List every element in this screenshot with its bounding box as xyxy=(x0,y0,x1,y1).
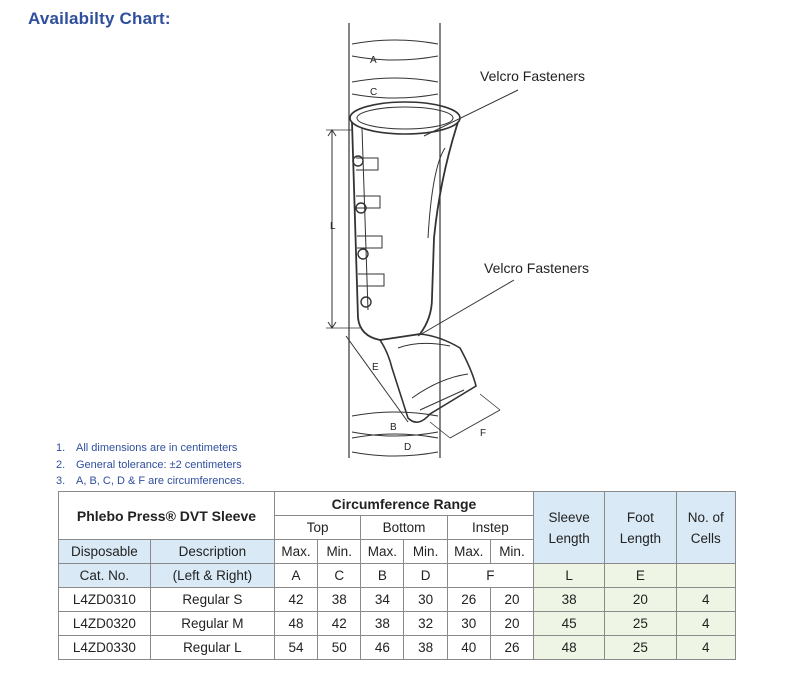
notes-list: 1.All dimensions are in centimeters 2.Ge… xyxy=(56,440,245,490)
max-header: Max. xyxy=(273,539,319,564)
value-cell: 42 xyxy=(273,587,319,612)
disposable-header: Disposable xyxy=(58,539,151,564)
dim-label-c: C xyxy=(370,87,377,98)
code-cell: F xyxy=(446,563,535,588)
cat-no-header: Cat. No. xyxy=(58,563,151,588)
bottom-header: Bottom xyxy=(360,515,448,540)
value-cell: 20 xyxy=(489,611,535,636)
value-cell: 54 xyxy=(273,635,319,660)
value-cell: 48 xyxy=(273,611,319,636)
cat-no-cell: L4ZD0330 xyxy=(58,635,151,660)
min-header: Min. xyxy=(489,539,535,564)
sleeve-length-header: Sleeve Length xyxy=(533,491,606,564)
note-item: 3.A, B, C, D & F are circumferences. xyxy=(56,475,245,487)
cells-header: No. of Cells xyxy=(675,491,737,564)
value-cell: 48 xyxy=(533,635,606,660)
code-cell: A xyxy=(273,563,319,588)
description-cell: Regular L xyxy=(149,635,275,660)
table-row: L4ZD0330 Regular L 54 50 46 38 40 26 48 … xyxy=(58,635,737,660)
dim-label-d: D xyxy=(404,442,411,453)
code-cell xyxy=(675,563,737,588)
table-header-row: Disposable Description Max. Min. Max. Mi… xyxy=(58,539,736,564)
leg-sleeve-diagram: A C L E B D F xyxy=(326,23,519,458)
value-cell: 34 xyxy=(360,587,405,612)
top-header: Top xyxy=(273,515,362,540)
circumference-range-header: Circumference Range xyxy=(273,491,535,516)
instep-header: Instep xyxy=(446,515,535,540)
table-code-row: Cat. No. (Left & Right) A C B D F L E xyxy=(58,563,737,588)
value-cell: 45 xyxy=(533,611,606,636)
code-cell: D xyxy=(403,563,448,588)
dim-label-b: B xyxy=(390,422,397,433)
value-cell: 32 xyxy=(403,611,448,636)
value-cell: 50 xyxy=(317,635,362,660)
value-cell: 40 xyxy=(446,635,491,660)
note-item: 1.All dimensions are in centimeters xyxy=(56,442,238,454)
code-cell: C xyxy=(317,563,362,588)
max-header: Max. xyxy=(360,539,405,564)
foot-length-header: Foot Length xyxy=(604,491,677,564)
value-cell: 38 xyxy=(403,635,448,660)
value-cell: 4 xyxy=(675,587,737,612)
value-cell: 25 xyxy=(604,635,677,660)
availability-table: Phlebo Press® DVT Sleeve Circumference R… xyxy=(58,491,737,660)
table-row: L4ZD0320 Regular M 48 42 38 32 30 20 45 … xyxy=(58,611,737,636)
value-cell: 38 xyxy=(533,587,606,612)
description-cell: Regular M xyxy=(149,611,275,636)
velcro-callout-lower: Velcro Fasteners xyxy=(484,260,590,276)
max-header: Max. xyxy=(446,539,491,564)
velcro-callout-upper: Velcro Fasteners xyxy=(480,68,586,84)
table-row: L4ZD0310 Regular S 42 38 34 30 26 20 38 … xyxy=(58,587,737,612)
page-title: Availabilty Chart: xyxy=(28,9,171,28)
value-cell: 30 xyxy=(446,611,491,636)
value-cell: 25 xyxy=(604,611,677,636)
value-cell: 20 xyxy=(489,587,535,612)
min-header: Min. xyxy=(403,539,448,564)
code-cell: L xyxy=(533,563,606,588)
product-name: Phlebo Press® DVT Sleeve xyxy=(58,491,275,540)
cat-no-cell: L4ZD0310 xyxy=(58,587,151,612)
cat-no-cell: L4ZD0320 xyxy=(58,611,151,636)
description-header: Description xyxy=(149,539,275,564)
dim-label-l: L xyxy=(330,221,336,232)
note-item: 2.General tolerance: ±2 centimeters xyxy=(56,458,242,471)
dim-label-a: A xyxy=(370,55,377,66)
table-header-row: Top Bottom Instep xyxy=(59,515,736,540)
value-cell: 46 xyxy=(360,635,405,660)
dim-label-f: F xyxy=(480,428,486,439)
left-right-header: (Left & Right) xyxy=(149,563,275,588)
value-cell: 42 xyxy=(317,611,362,636)
dim-label-e: E xyxy=(372,362,379,373)
min-header: Min. xyxy=(317,539,362,564)
value-cell: 38 xyxy=(360,611,405,636)
value-cell: 4 xyxy=(675,635,737,660)
table-header-row: Phlebo Press® DVT Sleeve Circumference R… xyxy=(58,491,737,564)
description-cell: Regular S xyxy=(149,587,275,612)
code-cell: B xyxy=(360,563,405,588)
value-cell: 26 xyxy=(489,635,535,660)
code-cell: E xyxy=(604,563,677,588)
value-cell: 26 xyxy=(446,587,491,612)
value-cell: 20 xyxy=(604,587,677,612)
value-cell: 4 xyxy=(675,611,737,636)
value-cell: 30 xyxy=(403,587,448,612)
value-cell: 38 xyxy=(317,587,362,612)
